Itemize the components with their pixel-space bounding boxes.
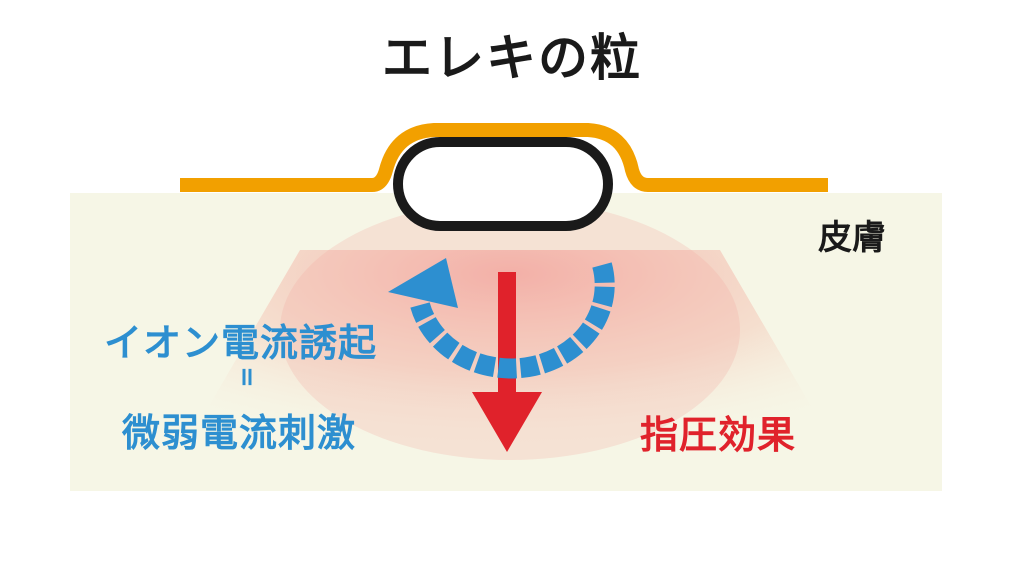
ion-current-label: イオン電流誘起 bbox=[104, 321, 378, 365]
skin-surface-line bbox=[180, 123, 828, 192]
elekinotsubu-bead-icon bbox=[393, 137, 613, 231]
skin-label: 皮膚 bbox=[818, 218, 886, 258]
shiatsu-effect-label: 指圧効果 bbox=[640, 413, 797, 457]
micro-current-label: 微弱電流刺激 bbox=[122, 411, 357, 455]
page-title: エレキの粒 bbox=[382, 29, 642, 87]
circular-current-arrow-icon bbox=[388, 258, 615, 379]
equals-label: = bbox=[231, 366, 262, 388]
